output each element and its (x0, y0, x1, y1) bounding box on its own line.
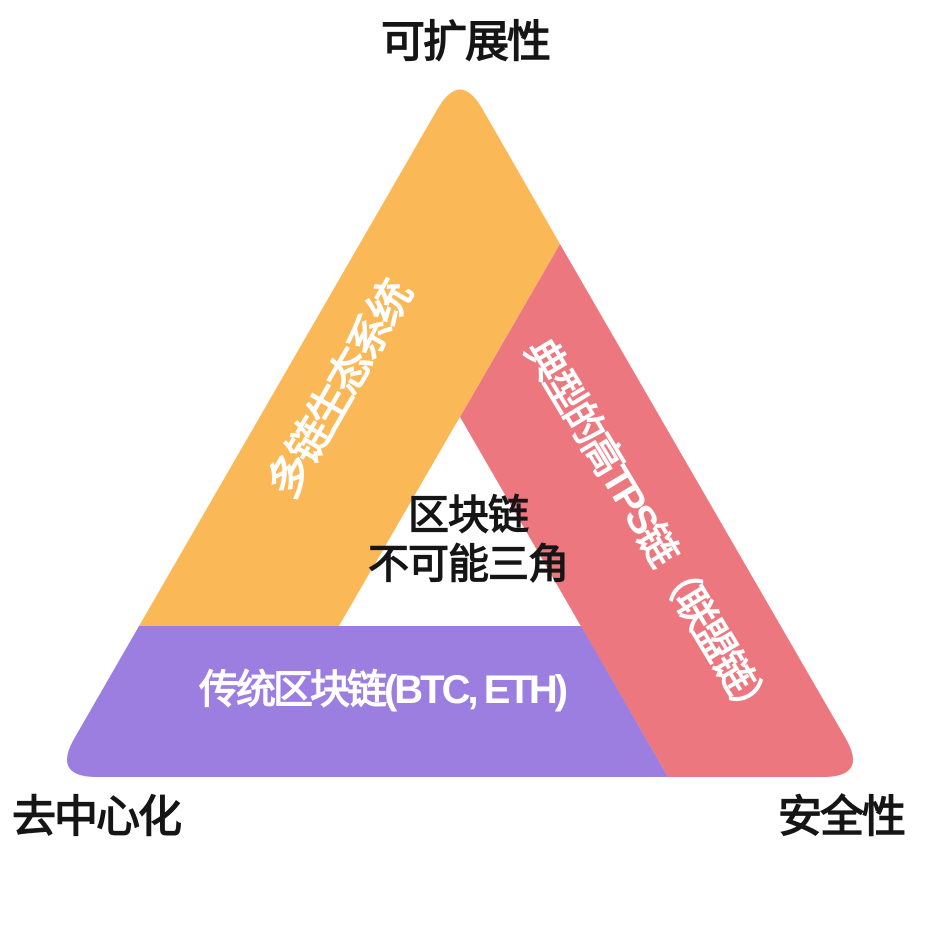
left-band-shape (139, 89, 560, 626)
center-title-line1: 区块链 (408, 492, 529, 538)
center-title-line2: 不可能三角 (368, 541, 568, 587)
security-label: 安全性 (778, 792, 905, 842)
bottom-band-label: 传统区块链(BTC, ETH) (198, 668, 567, 712)
decentralization-label: 去中心化 (12, 793, 182, 842)
right-band-shape (460, 244, 853, 777)
scalability-label: 可扩展性 (381, 18, 550, 67)
bottom-band-shape (67, 626, 668, 777)
